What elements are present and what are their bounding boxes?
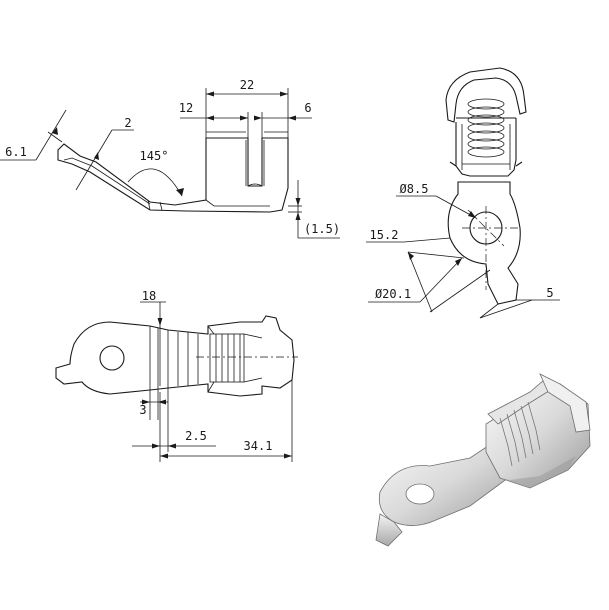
iso-shadow [500, 456, 576, 488]
dim-text-2-5: 2.5 [185, 429, 207, 443]
arrow-head [455, 258, 462, 266]
iso-crimp-wing [539, 373, 591, 433]
dim-text-8-5: Ø8.5 [400, 182, 429, 196]
arrow-head [295, 212, 301, 220]
arrow-head [206, 115, 214, 121]
ext-line [407, 251, 465, 259]
top-view: 18 3 2.5 34.1 [55, 289, 298, 462]
arrow-head [157, 318, 163, 326]
dim-text-2: 2 [124, 116, 131, 130]
arrow-head [152, 443, 160, 449]
side-view-slot [247, 183, 263, 187]
ext-line [429, 269, 491, 313]
arrow-head [468, 211, 476, 218]
iso-ribs [499, 401, 541, 467]
dim-line-6-1 [35, 109, 67, 161]
dim-text-3: 3 [139, 403, 146, 417]
dim-text-5: 5 [546, 286, 553, 300]
side-view-outline [57, 137, 289, 213]
arrow-head [176, 188, 184, 196]
arrow-head [288, 115, 296, 121]
dim-text-145: 145° [140, 149, 169, 163]
ext-line [479, 303, 499, 319]
end-view-crimp-outer [445, 67, 527, 123]
dim-line-2 [75, 129, 113, 191]
iso-tab [375, 513, 403, 547]
dim-text-1-5: (1.5) [304, 222, 340, 236]
end-view-ribs [467, 98, 505, 158]
dim-text-20-1: Ø20.1 [375, 287, 411, 301]
ext-line [403, 237, 451, 243]
iso-hole [405, 483, 435, 505]
arrow-head [254, 115, 262, 121]
arrow-head [52, 127, 58, 135]
ext-line [47, 131, 63, 143]
dim-text-6: 6 [304, 101, 311, 115]
arrow-head [142, 399, 150, 405]
top-view-outline [55, 315, 295, 397]
top-view-ribs [207, 325, 263, 393]
dim-text-12: 12 [179, 101, 193, 115]
end-view-ring [447, 181, 521, 305]
arrow-head [158, 399, 166, 405]
arrow-head [408, 252, 414, 260]
end-view-flares [449, 161, 523, 167]
arrow-head [295, 198, 301, 206]
arrow-head [160, 453, 168, 459]
side-view-inner [63, 140, 270, 207]
arrow-head [284, 453, 292, 459]
dim-line-15-2 [407, 251, 433, 313]
side-view-hatch [147, 199, 163, 211]
dim-line-5 [479, 299, 533, 319]
end-view-walls [461, 124, 511, 170]
isometric-render [375, 373, 591, 547]
arrow-head [280, 91, 288, 97]
dim-text-18: 18 [142, 289, 156, 303]
dim-text-15-2: 15.2 [370, 228, 399, 242]
arrow-head [94, 152, 99, 160]
dim-line-20-1 [419, 257, 463, 303]
top-view-neck-lines [149, 326, 169, 390]
top-view-hole [99, 345, 125, 371]
dim-text-6-1: 6.1 [5, 145, 27, 159]
side-view: 22 12 6 6.1 2 145° (1.5) [0, 78, 340, 239]
top-view-barrel-lines [177, 332, 199, 386]
angle-arc [127, 168, 183, 197]
arrow-head [168, 443, 176, 449]
dim-text-34-1: 34.1 [244, 439, 273, 453]
end-view: Ø8.5 15.2 Ø20.1 5 [366, 67, 560, 319]
arrow-head [206, 91, 214, 97]
end-view-body [455, 117, 517, 177]
arrow-head [240, 115, 248, 121]
dim-text-22: 22 [240, 78, 254, 92]
